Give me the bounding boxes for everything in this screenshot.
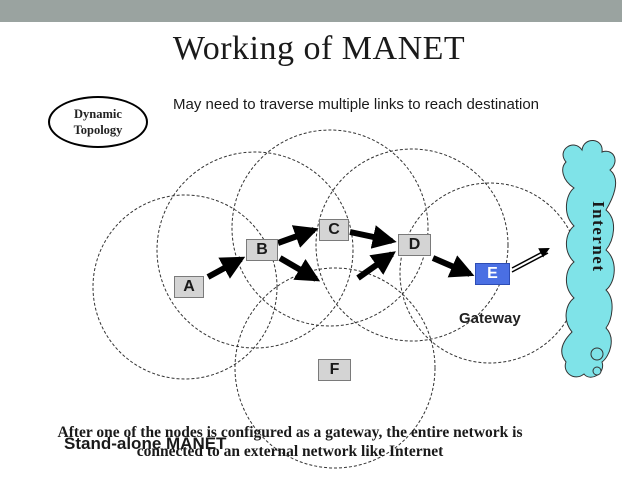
range-circle-c — [231, 129, 429, 327]
link-b-c — [276, 225, 319, 248]
uplink-line-1 — [511, 248, 550, 269]
link-d-e — [431, 255, 475, 278]
node-d: D — [398, 234, 431, 256]
range-circle-f — [234, 267, 436, 469]
node-e-gateway: E — [475, 263, 510, 285]
node-b: B — [246, 239, 278, 261]
header-bar — [0, 0, 638, 22]
topology-badge: Dynamic Topology — [48, 96, 148, 148]
page-title: Working of MANET — [172, 30, 466, 67]
gateway-label: Gateway — [459, 310, 521, 327]
header-notch — [622, 0, 638, 22]
link-b-f — [278, 255, 321, 282]
range-circle-b — [156, 151, 354, 349]
cloud-icon — [561, 140, 617, 378]
standalone-label: Stand-alone MANET — [64, 434, 227, 453]
node-a: A — [174, 276, 204, 298]
caption: After one of the nodes is configured as … — [57, 424, 523, 460]
node-f: F — [318, 359, 351, 381]
link-a-b — [206, 256, 246, 280]
link-c-d — [349, 225, 397, 249]
link-f-d — [356, 251, 396, 281]
internet-label: Internet — [589, 201, 608, 273]
subtitle: May need to traverse multiple links to r… — [173, 96, 540, 113]
uplink-line-2 — [511, 252, 549, 273]
range-circle-a — [92, 194, 278, 380]
node-c: C — [319, 219, 349, 241]
